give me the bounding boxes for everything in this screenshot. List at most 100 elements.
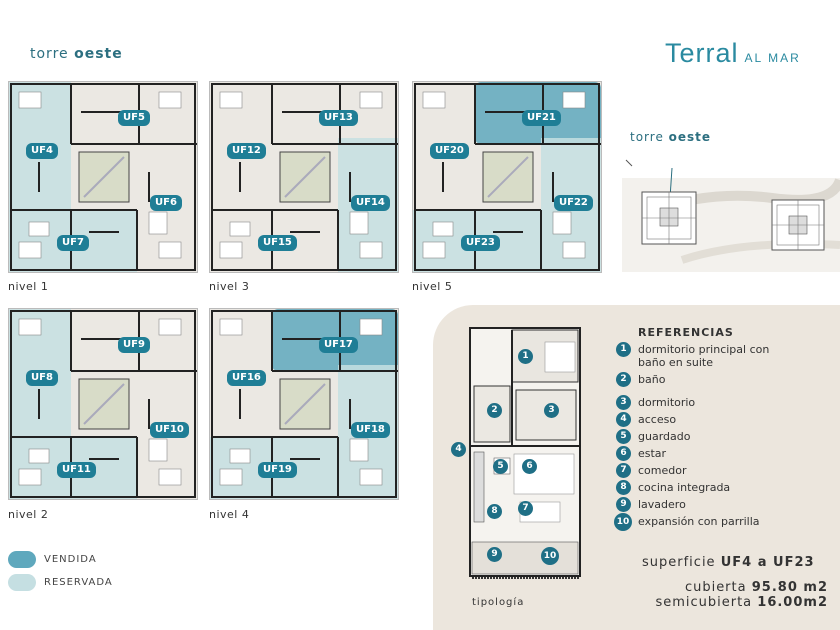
unit-badge[interactable]: UF21	[522, 110, 561, 126]
tower-title: torre oeste	[30, 46, 123, 62]
reference-label: acceso	[638, 413, 677, 426]
typology-label: tipología	[472, 597, 525, 608]
unit-badge[interactable]: UF14	[351, 195, 390, 211]
reference-label-line2: baño en suite	[638, 356, 713, 369]
reference-number: 5	[616, 429, 631, 444]
unit-badge[interactable]: UF7	[57, 235, 89, 251]
brand-main: Terral	[665, 38, 739, 68]
surface-prefix: superficie	[642, 555, 716, 570]
plan-marker: 5	[493, 459, 508, 474]
reference-text: dormitorio	[638, 396, 695, 409]
semi-label: semicubierta	[655, 595, 753, 610]
level-label: nivel 1	[8, 280, 49, 293]
unit-badge[interactable]: UF4	[26, 143, 58, 159]
reference-number: 9	[616, 497, 631, 512]
reference-label: cocina integrada	[638, 481, 731, 494]
tower-east-footprint	[771, 199, 825, 251]
reference-text: baño	[638, 373, 665, 386]
level-label: nivel 3	[209, 280, 250, 293]
reference-text: acceso	[638, 413, 676, 426]
reference-number: 2	[616, 372, 631, 387]
reference-text: comedor	[638, 464, 687, 477]
reference-label: baño	[638, 373, 666, 386]
reference-text: expansión con parrilla	[638, 515, 760, 528]
reference-number: 3	[616, 395, 631, 410]
unit-badge[interactable]: UF12	[227, 143, 266, 159]
reference-text: cocina integrada	[638, 481, 730, 494]
legend-sold-swatch	[8, 551, 36, 568]
reference-text: estar	[638, 447, 666, 460]
site-map-title: torre oeste	[630, 130, 711, 144]
plan-marker: 8	[487, 504, 502, 519]
reference-text: guardado	[638, 430, 690, 443]
unit-badge[interactable]: UF9	[118, 337, 150, 353]
reference-label: dormitorio principal con	[638, 343, 770, 356]
site-tower-name: oeste	[668, 130, 712, 144]
tower-prefix: torre	[30, 46, 69, 62]
plan-drawing	[9, 309, 197, 499]
plan-drawing	[9, 82, 197, 272]
surface-heading: superficie UF4 a UF23	[642, 555, 815, 570]
unit-badge[interactable]: UF6	[150, 195, 182, 211]
plan-marker: 3	[544, 403, 559, 418]
unit-badge[interactable]: UF11	[57, 462, 96, 478]
plan-drawing	[413, 82, 601, 272]
plan-drawing	[210, 82, 398, 272]
site-tower-prefix: torre	[630, 130, 664, 144]
reference-label: expansión con parrilla	[638, 515, 760, 528]
unit-badge[interactable]: UF18	[351, 422, 390, 438]
unit-badge[interactable]: UF23	[461, 235, 500, 251]
plan-marker: 1	[518, 349, 533, 364]
tower-west-footprint	[641, 191, 697, 245]
brand-logo: Terral AL MAR	[665, 38, 801, 69]
legend-reserved-swatch	[8, 574, 36, 591]
semi-covered-surface: semicubierta 16.00m2	[655, 595, 828, 610]
legend-sold-label: VENDIDA	[44, 554, 97, 565]
unit-badge[interactable]: UF5	[118, 110, 150, 126]
covered-surface: cubierta 95.80 m2	[685, 580, 828, 595]
covered-label: cubierta	[684, 580, 747, 595]
reference-number: 4	[616, 412, 631, 427]
reference-label: guardado	[638, 430, 691, 443]
plan-marker: 6	[522, 459, 537, 474]
unit-badge[interactable]: UF22	[554, 195, 593, 211]
reference-label: dormitorio	[638, 396, 696, 409]
site-map	[622, 150, 840, 272]
reference-number: 6	[616, 446, 631, 461]
unit-badge[interactable]: UF19	[258, 462, 297, 478]
reference-label: lavadero	[638, 498, 686, 511]
surface-units: UF4 a UF23	[720, 555, 815, 570]
plan-drawing	[210, 309, 398, 499]
level-label: nivel 2	[8, 508, 49, 521]
semi-value: 16.00m2	[757, 595, 828, 610]
plan-marker: 2	[487, 403, 502, 418]
unit-badge[interactable]: UF15	[258, 235, 297, 251]
plan-marker: 10	[541, 547, 559, 565]
reference-label: comedor	[638, 464, 687, 477]
reference-label: estar	[638, 447, 667, 460]
reference-text: lavadero	[638, 498, 686, 511]
reference-number: 1	[616, 342, 631, 357]
level-label: nivel 4	[209, 508, 250, 521]
reference-number: 10	[614, 513, 632, 531]
unit-badge[interactable]: UF20	[430, 143, 469, 159]
unit-badge[interactable]: UF13	[319, 110, 358, 126]
plan-marker: 7	[518, 501, 533, 516]
references-title: REFERENCIAS	[638, 326, 734, 339]
brand-sub: AL MAR	[744, 51, 801, 65]
unit-badge[interactable]: UF10	[150, 422, 189, 438]
unit-badge[interactable]: UF16	[227, 370, 266, 386]
reference-number: 8	[616, 480, 631, 495]
unit-badge[interactable]: UF17	[319, 337, 358, 353]
plan-marker: 9	[487, 547, 502, 562]
unit-badge[interactable]: UF8	[26, 370, 58, 386]
covered-value: 95.80 m2	[751, 580, 828, 595]
level-label: nivel 5	[412, 280, 453, 293]
tower-name: oeste	[74, 46, 123, 62]
